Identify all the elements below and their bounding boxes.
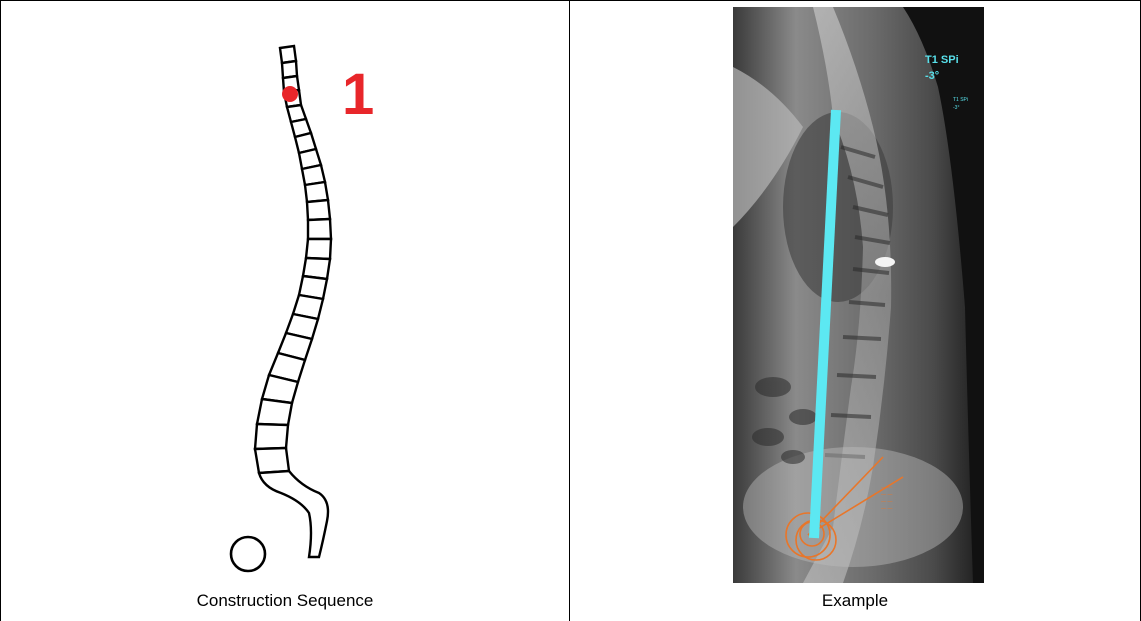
svg-text:— —: — — xyxy=(881,492,892,498)
spine-diagram: 1 xyxy=(1,1,567,586)
svg-text:— —: — — xyxy=(881,506,892,512)
spine-vertebrae xyxy=(255,46,331,473)
caption-construction-sequence: Construction Sequence xyxy=(1,591,569,611)
sacrum-shape xyxy=(259,471,328,557)
xray-image: — — — — — — — — T1 SPi -3° T1 SPi -3° xyxy=(733,7,984,583)
svg-text:— —: — — xyxy=(881,499,892,505)
caption-example: Example xyxy=(570,591,1140,611)
table-border-middle xyxy=(569,0,570,621)
overlay-label: T1 SPi xyxy=(925,54,959,66)
overlay-angle: -3° xyxy=(925,70,939,82)
svg-text:— —: — — xyxy=(881,485,892,491)
overlay-label-small: T1 SPi xyxy=(953,97,968,103)
overlay-angle-small: -3° xyxy=(953,105,959,111)
femoral-head-circle xyxy=(231,537,265,571)
step-number: 1 xyxy=(342,62,374,127)
point-marker-1 xyxy=(282,86,298,102)
